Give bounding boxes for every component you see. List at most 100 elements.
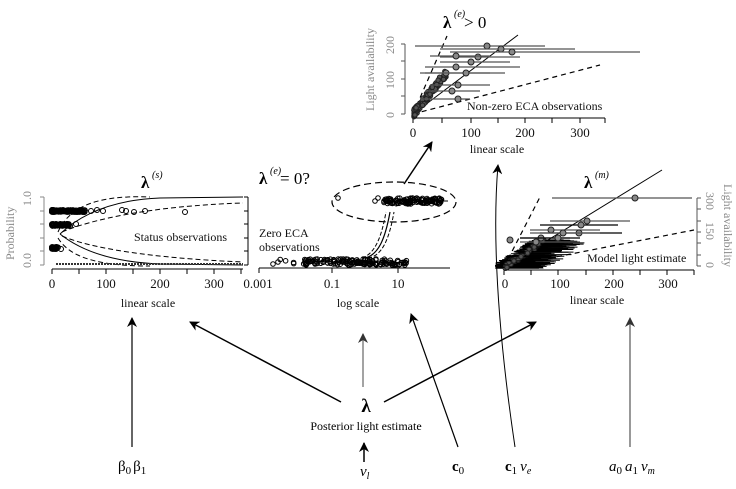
data-point bbox=[325, 257, 331, 263]
nonzero-x-tick-200: 200 bbox=[515, 125, 535, 140]
data-point bbox=[474, 53, 482, 61]
data-point bbox=[354, 259, 361, 266]
nonzero-x-tick-100: 100 bbox=[461, 125, 481, 140]
status-y-ticks bbox=[40, 196, 44, 266]
nonzero-annotation: Non-zero ECA observations bbox=[467, 99, 603, 113]
data-point bbox=[547, 226, 555, 234]
status-y-tick-0: 0.0 bbox=[20, 253, 34, 268]
data-point bbox=[335, 195, 341, 201]
arrow-c1-to-nonzero bbox=[492, 164, 516, 448]
nonzero-y-tick-100: 100 bbox=[383, 71, 397, 89]
data-point bbox=[351, 259, 358, 266]
nonzero-panel: λ (e) > 0 0 100 200 Light availability 0… bbox=[363, 9, 640, 156]
data-point bbox=[387, 257, 394, 264]
data-point bbox=[425, 196, 432, 203]
data-point bbox=[182, 209, 188, 215]
data-point bbox=[100, 208, 106, 214]
data-point bbox=[438, 196, 444, 202]
model-points bbox=[495, 194, 692, 271]
status-y-tick-1: 1.0 bbox=[20, 191, 34, 206]
data-point bbox=[408, 197, 414, 204]
data-point bbox=[413, 105, 419, 111]
data-point bbox=[270, 261, 276, 267]
data-point bbox=[59, 222, 66, 228]
data-point bbox=[275, 259, 281, 265]
data-point bbox=[119, 207, 125, 213]
zero-annotation-line2: observations bbox=[259, 240, 320, 254]
data-point bbox=[419, 102, 426, 108]
status-points bbox=[49, 207, 188, 252]
zero-title-suffix: = 0? bbox=[280, 169, 310, 188]
data-point bbox=[483, 42, 491, 50]
data-point bbox=[327, 260, 334, 267]
data-point bbox=[452, 52, 460, 60]
data-point bbox=[367, 261, 373, 267]
data-point bbox=[321, 256, 328, 263]
nonzero-x-tick-0: 0 bbox=[410, 125, 417, 140]
data-point bbox=[454, 81, 462, 89]
data-point bbox=[369, 260, 376, 267]
zero-x-tick-10: 10 bbox=[392, 276, 405, 291]
data-point bbox=[391, 261, 398, 268]
zero-title-symbol: λ bbox=[259, 169, 268, 188]
data-point bbox=[74, 209, 81, 215]
arrows bbox=[127, 141, 635, 462]
zero-title-superscript: (e) bbox=[270, 166, 282, 177]
data-point bbox=[378, 261, 384, 268]
data-point bbox=[440, 76, 447, 83]
arrow-posterior-to-status bbox=[189, 321, 342, 403]
model-title-symbol: λ bbox=[584, 173, 593, 192]
data-point bbox=[375, 195, 381, 201]
data-point bbox=[394, 257, 401, 264]
data-point bbox=[435, 77, 441, 83]
nonzero-x-label: linear scale bbox=[470, 142, 524, 156]
data-point bbox=[511, 258, 517, 264]
model-x-tick-300: 300 bbox=[658, 276, 678, 291]
data-point bbox=[467, 58, 475, 66]
arrow-zero-to-nonzero bbox=[403, 141, 433, 185]
data-point bbox=[388, 260, 395, 267]
data-point bbox=[49, 207, 55, 213]
data-point bbox=[142, 208, 148, 214]
data-point bbox=[357, 259, 364, 266]
nonzero-y-tick-0: 0 bbox=[383, 112, 397, 118]
model-annotation: Model light estimate bbox=[587, 251, 686, 265]
model-panel: λ (m) 0 150 300 Light availability 0 100… bbox=[495, 169, 735, 307]
data-point bbox=[412, 112, 418, 118]
data-point bbox=[131, 209, 137, 215]
data-point bbox=[317, 260, 324, 267]
beta1-symbol: β bbox=[133, 459, 141, 475]
status-x-tick-200: 200 bbox=[150, 276, 170, 291]
data-point bbox=[302, 257, 309, 264]
data-point bbox=[57, 208, 64, 214]
data-point bbox=[531, 244, 537, 250]
model-x-tick-100: 100 bbox=[550, 276, 570, 291]
data-point bbox=[327, 256, 334, 263]
status-curve-upper bbox=[59, 196, 244, 235]
nonzero-title-symbol: λ bbox=[443, 13, 452, 32]
nonzero-y-label: Light availability bbox=[363, 28, 377, 111]
data-point bbox=[366, 259, 373, 265]
status-annotation: Status observations bbox=[134, 230, 227, 244]
svg-text:vl: vl bbox=[360, 464, 370, 482]
data-point bbox=[429, 84, 435, 91]
data-point bbox=[311, 260, 318, 266]
data-point bbox=[403, 196, 410, 203]
model-y-tick-0: 0 bbox=[703, 262, 717, 268]
nonzero-title-superscript: (e) bbox=[454, 9, 466, 20]
nonzero-x-tick-300: 300 bbox=[570, 125, 590, 140]
data-point bbox=[559, 229, 567, 237]
posterior-node: λ Posterior light estimate bbox=[310, 396, 421, 433]
zero-points bbox=[270, 195, 445, 268]
posterior-symbol: λ bbox=[361, 396, 371, 417]
data-point bbox=[432, 196, 439, 202]
data-point bbox=[452, 63, 460, 71]
data-point bbox=[413, 195, 420, 201]
data-point bbox=[324, 260, 331, 266]
